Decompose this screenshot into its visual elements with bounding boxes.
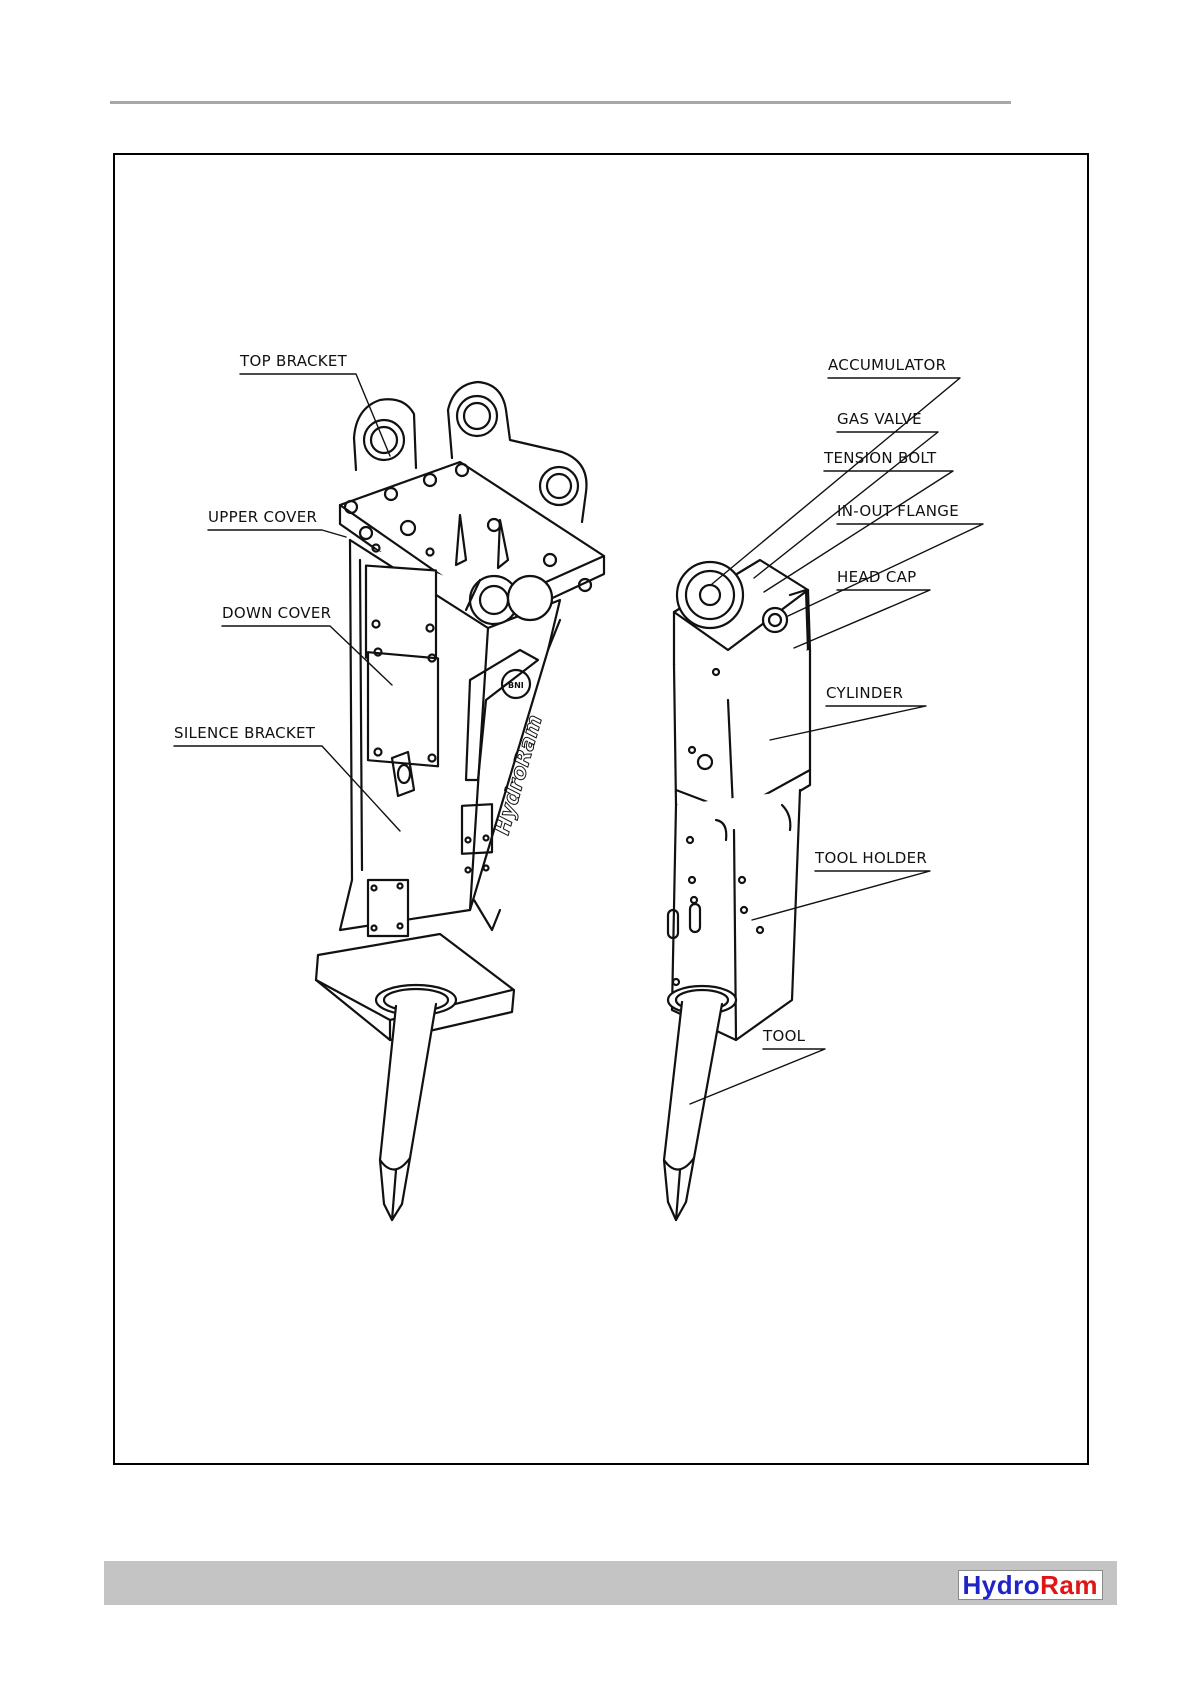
label-down-cover: DOWN COVER [222,604,331,622]
label-cylinder: CYLINDER [826,684,903,702]
footer-bar: HydroRam [104,1561,1117,1605]
breaker-assembled-drawing [316,382,604,1220]
label-top-bracket: TOP BRACKET [239,352,348,370]
body-badge-text: BNI [508,681,524,690]
label-silence-bracket: SILENCE BRACKET [174,724,316,742]
label-head-cap: HEAD CAP [837,568,917,586]
logo-ram-text: Ram [1040,1570,1098,1600]
label-tool: TOOL [762,1027,806,1045]
label-tool-holder: TOOL HOLDER [814,849,927,867]
breaker-bare-drawing [664,560,810,1220]
logo-hydro-text: Hydro [963,1570,1041,1600]
label-upper-cover: UPPER COVER [208,508,317,526]
label-gas-valve: GAS VALVE [837,410,922,428]
brand-logo: HydroRam [958,1570,1103,1600]
label-in-out-flange: IN-OUT FLANGE [837,502,959,520]
label-accumulator: ACCUMULATOR [828,356,946,374]
label-tension-bolt: TENSION BOLT [823,449,937,467]
